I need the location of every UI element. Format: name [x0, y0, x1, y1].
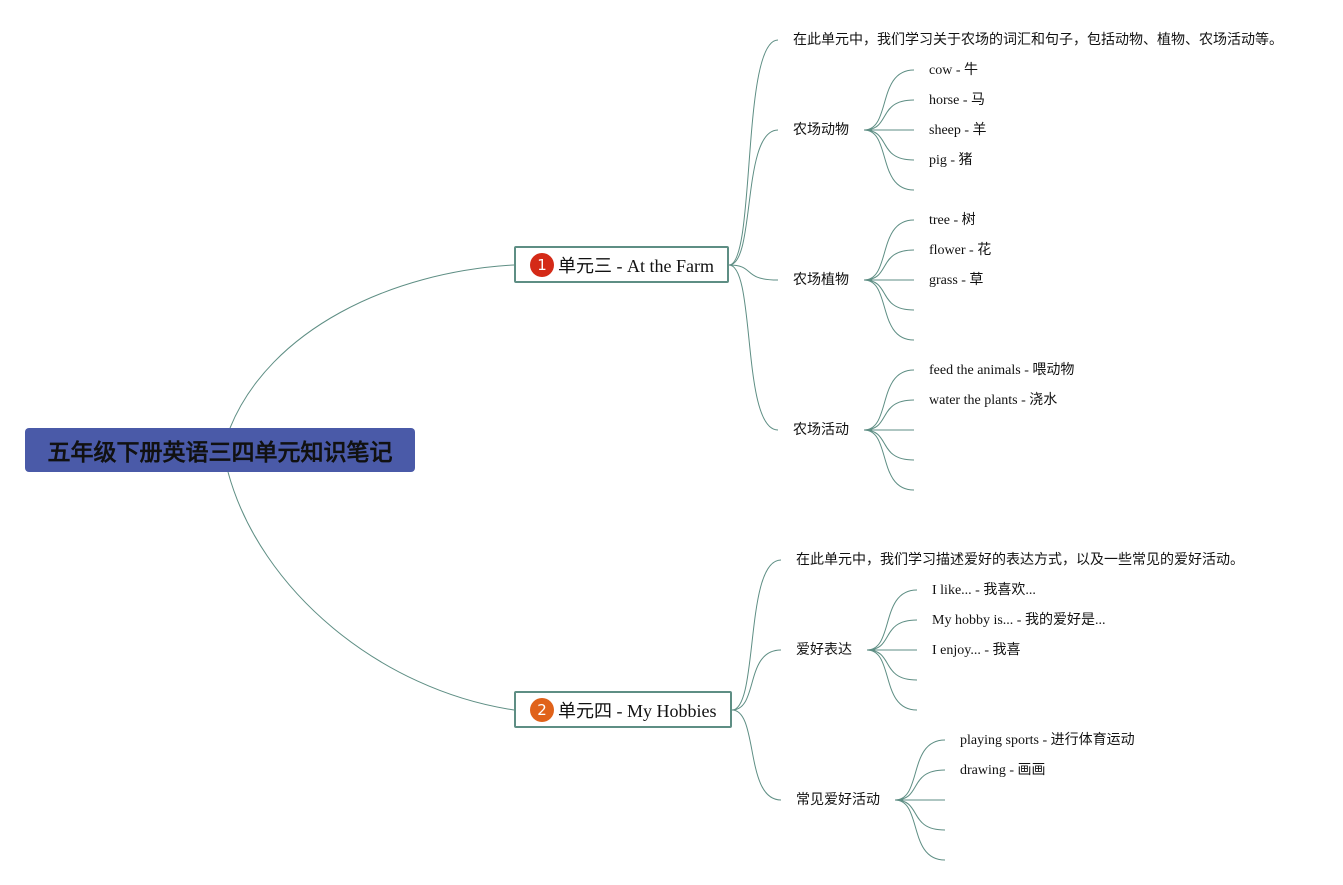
plants-leaf-line-1	[863, 249, 915, 281]
expressions-leaf-line-3	[866, 649, 918, 681]
leaf-item[interactable]: tree - 树	[929, 213, 976, 228]
subtopic-farm-activities[interactable]: 农场活动	[793, 423, 849, 438]
plants-leaf-line-3	[863, 279, 915, 311]
animals-leaf-line-4	[863, 129, 915, 191]
expressions-leaf-line-4	[866, 649, 918, 711]
leaf-item[interactable]: water the plants - 浇水	[929, 393, 1058, 408]
activities-leaf-line-4	[863, 429, 915, 491]
unit3-intro-line	[728, 39, 779, 266]
subtopic-hobby-expressions[interactable]: 爱好表达	[796, 643, 852, 658]
leaf-item[interactable]: playing sports - 进行体育运动	[960, 733, 1135, 748]
plants-leaf-line-0	[863, 219, 915, 281]
unit3-activities-line	[728, 264, 779, 431]
leaf-item[interactable]: cow - 牛	[929, 63, 978, 78]
hobbies-leaf-line-0	[894, 739, 946, 801]
unit3-plants-line	[728, 264, 779, 281]
priority-1-icon: 1	[530, 252, 554, 277]
root-title: 五年级下册英语三四单元知识笔记	[47, 440, 393, 466]
activities-leaf-line-1	[863, 399, 915, 431]
leaf-item[interactable]: I like... - 我喜欢...	[932, 583, 1036, 598]
subtopic-common-hobbies[interactable]: 常见爱好活动	[796, 793, 880, 808]
leaf-item[interactable]: flower - 花	[929, 243, 992, 258]
topic-unit-3[interactable]: 1 单元三 - At the Farm	[514, 246, 729, 283]
leaf-item[interactable]: feed the animals - 喂动物	[929, 363, 1075, 378]
leaf-item[interactable]: pig - 猪	[929, 153, 973, 168]
topic-unit-4[interactable]: 2 单元四 - My Hobbies	[514, 691, 732, 728]
root-to-unit3-line	[229, 264, 515, 429]
unit-intro[interactable]: 在此单元中，我们学习关于农场的词汇和句子，包括动物、植物、农场活动等。	[793, 33, 1283, 48]
root-to-unit4-line	[227, 471, 515, 711]
leaf-item[interactable]: drawing - 画画	[960, 763, 1046, 778]
animals-leaf-line-0	[863, 69, 915, 131]
unit3-animals-line	[728, 129, 779, 266]
leaf-item[interactable]: grass - 草	[929, 273, 984, 288]
subtopic-farm-plants[interactable]: 农场植物	[793, 273, 849, 288]
topic-title: 单元四 - My Hobbies	[558, 700, 717, 721]
hobbies-leaf-line-3	[894, 799, 946, 831]
hobbies-leaf-line-1	[894, 769, 946, 801]
plants-leaf-line-4	[863, 279, 915, 341]
activities-leaf-line-3	[863, 429, 915, 461]
unit4-hobbies-line	[731, 709, 782, 801]
unit-intro[interactable]: 在此单元中，我们学习描述爱好的表达方式，以及一些常见的爱好活动。	[796, 553, 1244, 568]
subtopic-farm-animals[interactable]: 农场动物	[793, 123, 849, 138]
activities-leaf-line-0	[863, 369, 915, 431]
leaf-item[interactable]: sheep - 羊	[929, 123, 987, 138]
expressions-leaf-line-0	[866, 589, 918, 651]
hobbies-leaf-line-4	[894, 799, 946, 861]
unit4-intro-line	[731, 559, 782, 711]
priority-2-icon: 2	[530, 697, 554, 722]
topic-title: 单元三 - At the Farm	[558, 255, 714, 276]
animals-leaf-line-3	[863, 129, 915, 161]
leaf-item[interactable]: horse - 马	[929, 93, 985, 108]
leaf-item[interactable]: I enjoy... - 我喜	[932, 643, 1021, 658]
unit4-expressions-line	[731, 649, 782, 711]
leaf-item[interactable]: My hobby is... - 我的爱好是...	[932, 613, 1106, 628]
animals-leaf-line-1	[863, 99, 915, 131]
root-topic[interactable]: 五年级下册英语三四单元知识笔记	[25, 428, 415, 472]
expressions-leaf-line-1	[866, 619, 918, 651]
